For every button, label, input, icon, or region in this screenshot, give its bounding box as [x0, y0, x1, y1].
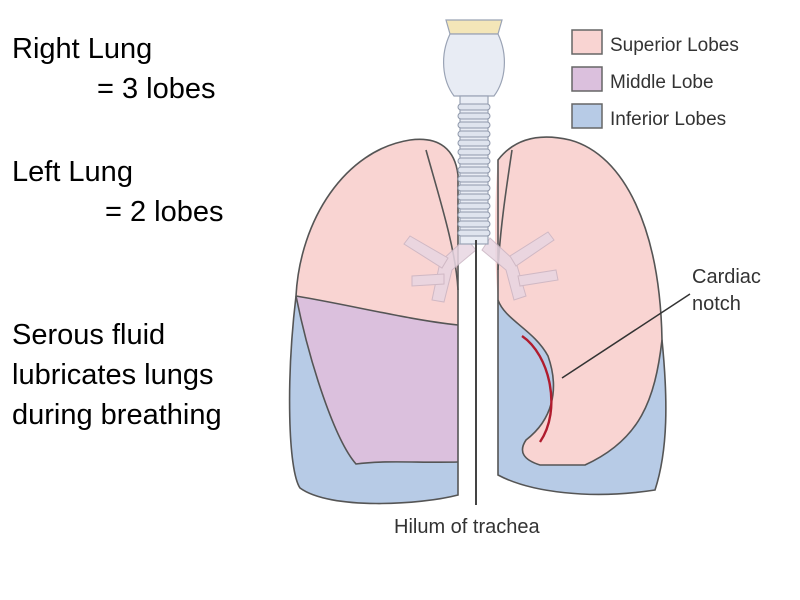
trachea-ring — [457, 103, 491, 111]
larynx — [443, 33, 505, 97]
cardiac-notch-leader — [561, 293, 691, 379]
trachea-ring — [457, 166, 491, 174]
hilum-label: Hilum of trachea — [394, 516, 540, 538]
right-bronchus-branch-mid — [411, 273, 445, 287]
larynx-top — [445, 19, 503, 35]
legend-label-superior: Superior Lobes — [610, 35, 739, 56]
trachea-ring — [457, 202, 491, 210]
legend-label-middle: Middle Lobe — [610, 72, 714, 93]
right-oblique-fissure — [295, 295, 459, 465]
trachea-ring — [457, 220, 491, 228]
serous-fluid-line-1: Serous fluid — [12, 319, 166, 351]
right-bronchus-branch-upper — [403, 235, 449, 269]
left-superior-lobe — [495, 137, 662, 465]
trachea-ring — [457, 157, 491, 165]
cardiac-notch-marker — [521, 335, 553, 443]
trachea-ring — [457, 193, 491, 201]
right-hilum-fissure — [425, 149, 459, 291]
right-middle-lobe — [296, 296, 458, 464]
legend-label-inferior: Inferior Lobes — [610, 109, 726, 130]
trachea-rings — [457, 103, 491, 237]
left-bronchus-branch-upper — [509, 231, 555, 267]
serous-fluid-line-2: lubricates lungs — [12, 359, 214, 391]
left-lung-heading: Left Lung — [12, 156, 133, 188]
right-horizontal-fissure — [295, 295, 459, 326]
trachea-ring — [457, 130, 491, 138]
right-lung-lobe-count: = 3 lobes — [97, 73, 216, 105]
cardiac-notch-label-line-1: Cardiac — [692, 266, 761, 288]
right-lung-heading: Right Lung — [12, 33, 153, 65]
trachea-ring — [457, 121, 491, 129]
trachea — [443, 19, 505, 505]
right-lung-outline — [288, 138, 459, 505]
trachea-ring — [457, 229, 491, 237]
trachea-ring — [457, 184, 491, 192]
trachea-ring — [457, 211, 491, 219]
legend-swatch-superior — [571, 29, 603, 55]
legend-swatch-middle — [571, 66, 603, 92]
left-bronchus-branch-lower — [517, 269, 559, 287]
trachea-ring — [457, 112, 491, 120]
legend: Superior Lobes Middle Lobe Inferior Lobe… — [571, 29, 739, 130]
bronchial-tree — [403, 231, 559, 303]
right-inferior-lobe — [289, 296, 458, 504]
left-oblique-fissure — [497, 299, 663, 466]
trachea-ring — [457, 148, 491, 156]
trachea-ring — [457, 139, 491, 147]
left-lung-lobe-count: = 2 lobes — [105, 196, 224, 228]
cardiac-notch-label-line-2: notch — [692, 293, 741, 315]
cardiac-notch-callout: Cardiac notch — [561, 266, 761, 379]
left-lung — [495, 136, 667, 496]
trachea-ring — [457, 175, 491, 183]
lung-facts-notes: Right Lung = 3 lobes Left Lung = 2 lobes… — [0, 0, 290, 600]
legend-swatch-inferior — [571, 103, 603, 129]
serous-fluid-line-3: during breathing — [12, 399, 222, 431]
right-lung — [288, 138, 459, 505]
